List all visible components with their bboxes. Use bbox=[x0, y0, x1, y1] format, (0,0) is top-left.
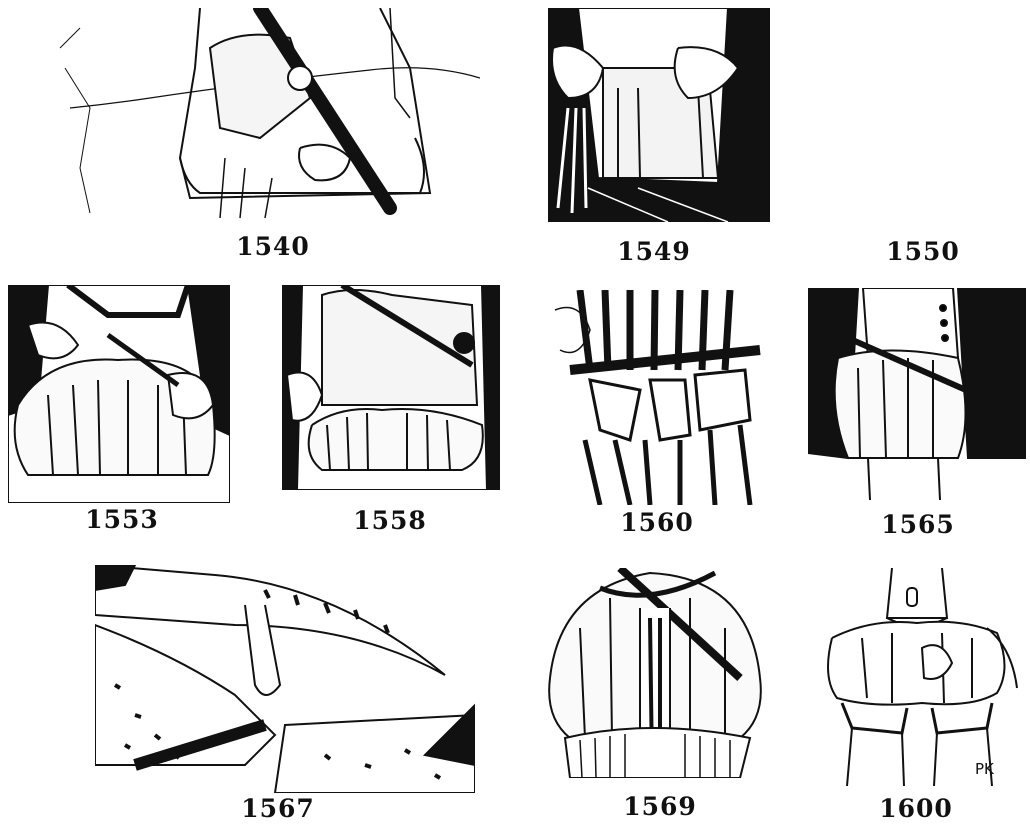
illustration-1558 bbox=[282, 285, 500, 490]
caption-1567: 1567 bbox=[241, 794, 315, 823]
caption-1569: 1569 bbox=[623, 792, 697, 821]
illustration-1567 bbox=[95, 565, 475, 793]
caption-1553: 1553 bbox=[85, 505, 159, 534]
caption-1550: 1550 bbox=[886, 237, 960, 266]
caption-1600: 1600 bbox=[879, 794, 953, 823]
caption-1540: 1540 bbox=[236, 232, 310, 261]
caption-1565: 1565 bbox=[881, 510, 955, 539]
illustration-1569 bbox=[540, 568, 768, 778]
caption-1558: 1558 bbox=[353, 506, 427, 535]
illustration-1565 bbox=[808, 288, 1026, 500]
artist-signature: PK bbox=[975, 760, 994, 778]
illustration-1600 bbox=[812, 568, 1026, 786]
caption-1560: 1560 bbox=[620, 508, 694, 537]
caption-1549: 1549 bbox=[617, 237, 691, 266]
illustration-1553 bbox=[8, 285, 230, 503]
illustration-1549 bbox=[548, 8, 770, 222]
illustration-1560 bbox=[550, 290, 768, 505]
illustration-1540 bbox=[50, 8, 480, 230]
